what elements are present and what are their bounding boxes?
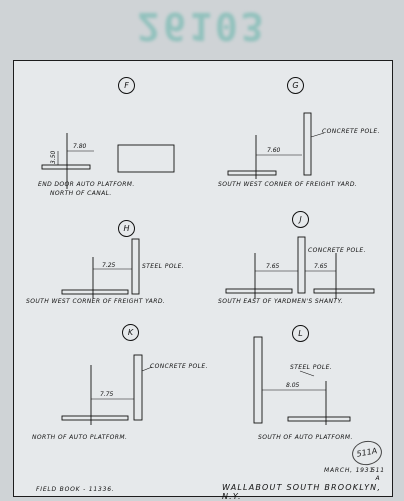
dimension-j1: 7.65 [266, 263, 280, 270]
pole-label-j: CONCRETE POLE. [308, 247, 366, 254]
dimension-v-f: 3.50 [50, 150, 57, 164]
concrete-pole-j [297, 236, 306, 294]
section-letter-f: F [118, 77, 135, 94]
concrete-pole-k [133, 354, 143, 421]
platform-l [287, 416, 351, 422]
diagram-k [61, 354, 153, 425]
field-book: FIELD BOOK - 11336. [36, 486, 115, 493]
diagram-f [41, 133, 175, 189]
stamp-number: 26103 [137, 4, 267, 48]
platform-f [41, 164, 91, 170]
leader-g [310, 132, 325, 138]
section-letter-k: K [122, 324, 139, 341]
platform-h [61, 289, 129, 295]
pole-label-k: CONCRETE POLE. [150, 363, 208, 370]
concrete-pole-g [303, 112, 312, 176]
steel-pole-l [253, 336, 263, 424]
leader-k [141, 366, 153, 372]
drawing-sheet: F G H J K L 7.80 3.50 7.60 7.25 7.65 7.6… [13, 60, 393, 501]
building-f [117, 144, 175, 173]
drawing-location: WALLABOUT SOUTH BROOKLYN, N.Y. [222, 483, 382, 501]
dimension-k: 7.75 [100, 391, 114, 398]
diagram-h [61, 238, 140, 299]
section-letter-l: L [292, 325, 309, 342]
caption-h: SOUTH WEST CORNER OF FREIGHT YARD. [26, 298, 166, 305]
pole-label-g: CONCRETE POLE. [322, 128, 380, 135]
leader-l [299, 370, 315, 377]
caption-f: END DOOR AUTO PLATFORM. [38, 181, 135, 188]
caption-l: SOUTH OF AUTO PLATFORM. [258, 434, 353, 441]
diagram-l [253, 336, 351, 425]
platform-g [227, 170, 277, 176]
pole-label-l: STEEL POLE. [290, 364, 333, 371]
caption-g: SOUTH WEST CORNER OF FREIGHT YARD. [218, 181, 358, 188]
section-letter-h: H [118, 220, 135, 237]
drawing-date: MARCH, 1931 [324, 467, 375, 474]
drawing-lines [41, 112, 375, 425]
section-letter-g: G [287, 77, 304, 94]
diagram-j [225, 236, 375, 299]
dimension-j2: 7.65 [314, 263, 328, 270]
dimension-h: 7.25 [102, 262, 116, 269]
pole-label-h: STEEL POLE. [142, 263, 185, 270]
platform-j2 [313, 288, 375, 294]
caption-k: NORTH OF AUTO PLATFORM. [32, 434, 128, 441]
dimension-l: 8.05 [286, 382, 300, 389]
steel-pole-h [131, 238, 140, 295]
caption-f-line2: NORTH OF CANAL. [50, 190, 112, 197]
platform-j1 [225, 288, 293, 294]
sheet-number: 511A [355, 446, 378, 459]
diagram-g [227, 112, 325, 179]
sheet-corner-number: 511 A [371, 467, 385, 482]
dimension-g: 7.60 [267, 147, 281, 154]
caption-j: SOUTH EAST OF YARDMEN'S SHANTY. [218, 298, 344, 305]
section-letter-j: J [292, 211, 309, 228]
platform-k [61, 415, 129, 421]
dimension-f: 7.80 [73, 143, 87, 150]
